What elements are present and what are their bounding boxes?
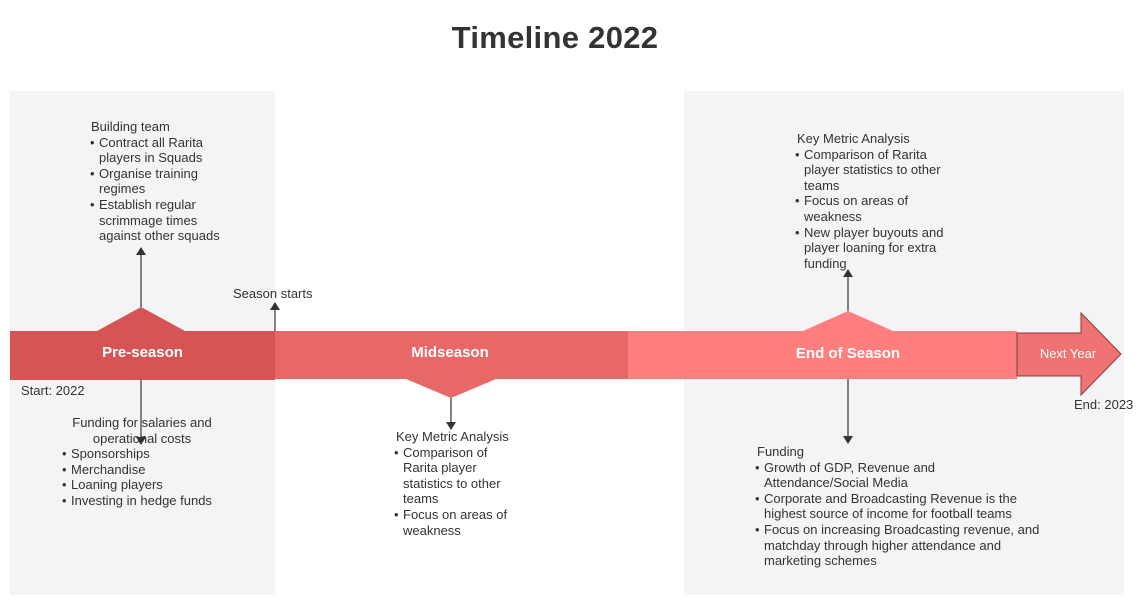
note-heading: Key Metric Analysis xyxy=(797,131,910,146)
list-item: Comparison of Rarita player statistics t… xyxy=(795,147,955,194)
list-item: Organise training regimes xyxy=(90,166,235,197)
list-item: Loaning players xyxy=(62,477,237,493)
season-starts-label: Season starts xyxy=(233,286,313,301)
nextyear-label: Next Year xyxy=(1039,346,1097,361)
end-label: End: 2023 xyxy=(1074,397,1134,412)
note-list: Sponsorships Merchandise Loaning players… xyxy=(62,446,237,508)
preseason-top-note: Building team Contract all Rarita player… xyxy=(90,119,235,244)
start-label: Start: 2022 xyxy=(21,383,85,398)
preseason-band xyxy=(10,307,275,380)
list-item: Focus on areas of weakness xyxy=(394,507,520,538)
list-item: Establish regular scrimmage times agains… xyxy=(90,197,235,244)
list-item: New player buyouts and player loaning fo… xyxy=(795,225,955,272)
midseason-band xyxy=(275,331,628,398)
list-item: Focus on increasing Broadcasting revenue… xyxy=(755,522,1045,569)
midseason-bottom-note: Key Metric Analysis Comparison of Rarita… xyxy=(394,429,520,538)
list-item: Focus on areas of weakness xyxy=(795,193,955,224)
endseason-label: End of Season xyxy=(795,345,901,362)
preseason-bottom-note: Funding for salaries and operational cos… xyxy=(62,415,237,509)
list-item: Growth of GDP, Revenue and Attendance/So… xyxy=(755,460,964,491)
list-item: Contract all Rarita players in Squads xyxy=(90,135,235,166)
preseason-label: Pre-season xyxy=(102,344,183,361)
list-item: Sponsorships xyxy=(62,446,237,462)
page-title: Timeline 2022 xyxy=(451,20,659,55)
endseason-bottom-note: Funding Growth of GDP, Revenue and Atten… xyxy=(755,444,1045,569)
midseason-label: Midseason xyxy=(411,344,489,361)
note-list: Contract all Rarita players in Squads Or… xyxy=(90,135,235,244)
note-list: Comparison of Rarita player statistics t… xyxy=(795,147,955,272)
list-item: Investing in hedge funds xyxy=(62,493,237,509)
note-list: Comparison of Rarita player statistics t… xyxy=(394,445,520,539)
list-item: Comparison of Rarita player statistics t… xyxy=(394,445,520,507)
note-list: Growth of GDP, Revenue and Attendance/So… xyxy=(755,460,1045,569)
note-heading: Funding xyxy=(757,444,804,459)
endseason-top-note: Key Metric Analysis Comparison of Rarita… xyxy=(795,131,955,271)
note-heading: Key Metric Analysis xyxy=(396,429,509,444)
note-heading: Funding for salaries and operational cos… xyxy=(72,415,212,446)
endseason-band xyxy=(628,311,1017,379)
list-item: Merchandise xyxy=(62,462,237,478)
note-heading: Building team xyxy=(91,119,170,134)
nextyear-arrow xyxy=(1016,311,1122,397)
list-item: Corporate and Broadcasting Revenue is th… xyxy=(755,491,1045,522)
